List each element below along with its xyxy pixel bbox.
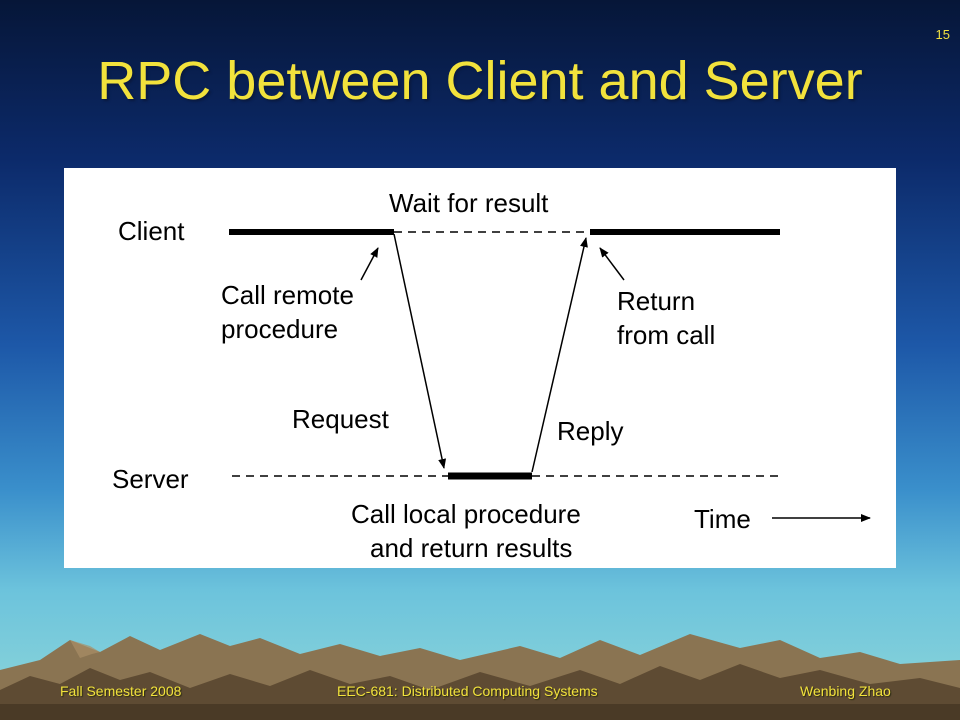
time-label: Time bbox=[694, 504, 751, 534]
footer-author: Wenbing Zhao bbox=[800, 683, 891, 699]
call-remote-label-line2: procedure bbox=[221, 314, 338, 344]
call-local-label-line2: and return results bbox=[370, 533, 572, 563]
server-label: Server bbox=[112, 464, 189, 494]
mountain-range-decoration bbox=[0, 634, 960, 720]
call-remote-pointer-arrow bbox=[360, 247, 379, 281]
mountain-highlights bbox=[70, 640, 100, 658]
client-label: Client bbox=[118, 216, 185, 246]
rpc-diagram-svg: Client Server Wait for result Call remot… bbox=[112, 188, 871, 563]
slide-number: 15 bbox=[935, 27, 950, 42]
return-label-line2: from call bbox=[617, 320, 715, 350]
call-remote-label-line1: Call remote bbox=[221, 280, 354, 310]
footer-course: EEC-681: Distributed Computing Systems bbox=[337, 683, 598, 699]
foreground-ground bbox=[0, 704, 960, 720]
wait-for-result-label: Wait for result bbox=[389, 188, 549, 218]
reply-arrow bbox=[531, 237, 588, 473]
footer-semester: Fall Semester 2008 bbox=[60, 683, 182, 699]
request-arrow bbox=[393, 233, 447, 469]
call-local-label-line1: Call local procedure bbox=[351, 499, 581, 529]
reply-label: Reply bbox=[557, 416, 623, 446]
return-pointer-arrow bbox=[599, 247, 625, 281]
return-label-line1: Return bbox=[617, 286, 695, 316]
slide-title: RPC between Client and Server bbox=[97, 51, 863, 111]
request-label: Request bbox=[292, 404, 390, 434]
rpc-diagram: Client Server Wait for result Call remot… bbox=[64, 168, 896, 568]
